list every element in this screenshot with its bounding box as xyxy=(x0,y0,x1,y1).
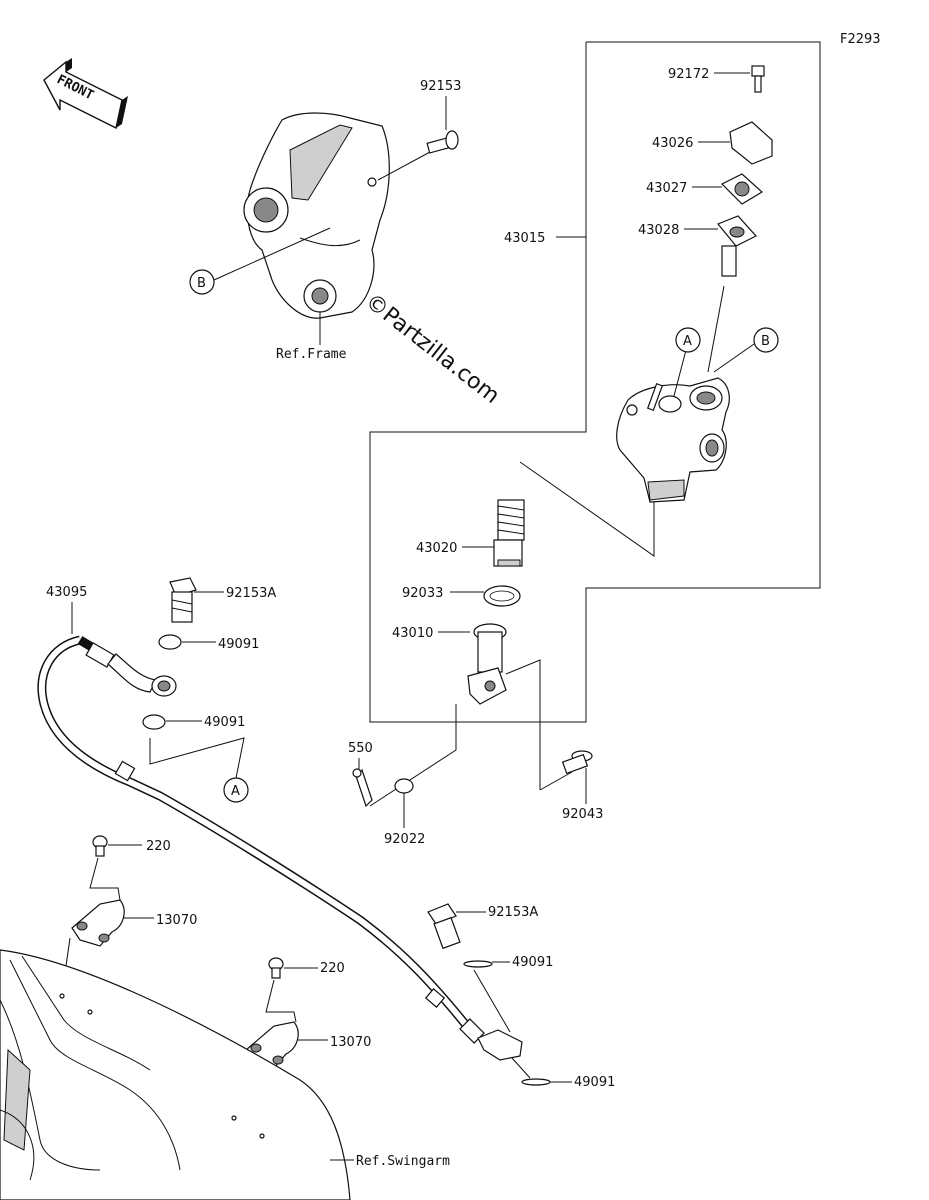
washer-49091-b-icon xyxy=(142,714,166,730)
screw-92172-icon xyxy=(751,65,765,93)
callout-b-cylinder-label: B xyxy=(761,334,770,349)
banjo-bolt-92153a-top-icon xyxy=(169,577,197,623)
ref-frame-label: Ref.Frame xyxy=(276,347,347,362)
part-number-92153a-top: 92153A xyxy=(226,586,276,601)
part-number-92033: 92033 xyxy=(402,586,443,601)
piston-43020-icon xyxy=(493,499,525,567)
part-number-43010: 43010 xyxy=(392,626,433,641)
front-arrow-icon: FRONT xyxy=(43,58,128,130)
bolt-92153-icon xyxy=(426,130,459,154)
part-number-550: 550 xyxy=(348,741,373,756)
washer-92022-icon xyxy=(394,778,414,794)
washer-49091-c-icon xyxy=(463,960,493,968)
circlip-92033-icon xyxy=(483,585,521,607)
washer-49091-d-icon xyxy=(521,1078,551,1086)
part-number-49091-d: 49091 xyxy=(574,1075,615,1090)
screw-220-a-icon xyxy=(92,835,108,857)
part-number-43026: 43026 xyxy=(652,136,693,151)
callout-a-cylinder-label: A xyxy=(683,334,692,349)
callout-b-cylinder xyxy=(753,327,779,353)
watermark: ©Partzilla.com xyxy=(360,289,504,409)
part-number-43028: 43028 xyxy=(638,223,679,238)
cotter-pin-550-icon xyxy=(352,768,373,808)
cap-43026-icon xyxy=(729,121,773,165)
frame-illustration xyxy=(243,112,390,319)
part-number-43027: 43027 xyxy=(646,181,687,196)
part-number-92172: 92172 xyxy=(668,67,709,82)
part-number-220-b: 220 xyxy=(320,961,345,976)
part-number-49091-b: 49091 xyxy=(204,715,245,730)
part-number-92153a-bottom: 92153A xyxy=(488,905,538,920)
part-number-43095: 43095 xyxy=(46,585,87,600)
part-number-49091-a: 49091 xyxy=(218,637,259,652)
clamp-13070-a-icon xyxy=(71,899,125,947)
callout-a-cylinder xyxy=(675,327,701,353)
part-number-43015: 43015 xyxy=(504,231,545,246)
assembly-bracket-43015 xyxy=(369,41,821,723)
screw-220-b-icon xyxy=(268,957,284,979)
part-number-49091-c: 49091 xyxy=(512,955,553,970)
diaphragm-43028-icon xyxy=(717,215,757,277)
push-rod-43010-icon xyxy=(467,623,507,705)
part-number-220-a: 220 xyxy=(146,839,171,854)
diaphragm-plate-43027-icon xyxy=(720,173,764,205)
callout-b-frame xyxy=(189,269,215,295)
callout-a-hose-label: A xyxy=(231,784,240,799)
master-cylinder-body-icon xyxy=(616,377,730,503)
banjo-bolt-92153a-bottom-icon xyxy=(427,903,461,950)
part-number-92043: 92043 xyxy=(562,807,603,822)
pin-92043-icon xyxy=(561,750,593,775)
part-number-92022: 92022 xyxy=(384,832,425,847)
part-number-13070-b: 13070 xyxy=(330,1035,371,1050)
swingarm-illustration xyxy=(0,949,351,1200)
washer-49091-a-icon xyxy=(158,634,182,650)
ref-swingarm-label: Ref.Swingarm xyxy=(356,1154,450,1169)
figure-code: F2293 xyxy=(840,32,881,47)
brake-hose-43095-icon xyxy=(37,635,523,1061)
part-number-13070-a: 13070 xyxy=(156,913,197,928)
part-number-43020: 43020 xyxy=(416,541,457,556)
callout-b-frame-label: B xyxy=(197,276,206,291)
part-number-92153: 92153 xyxy=(420,79,461,94)
callout-a-hose xyxy=(223,777,249,803)
